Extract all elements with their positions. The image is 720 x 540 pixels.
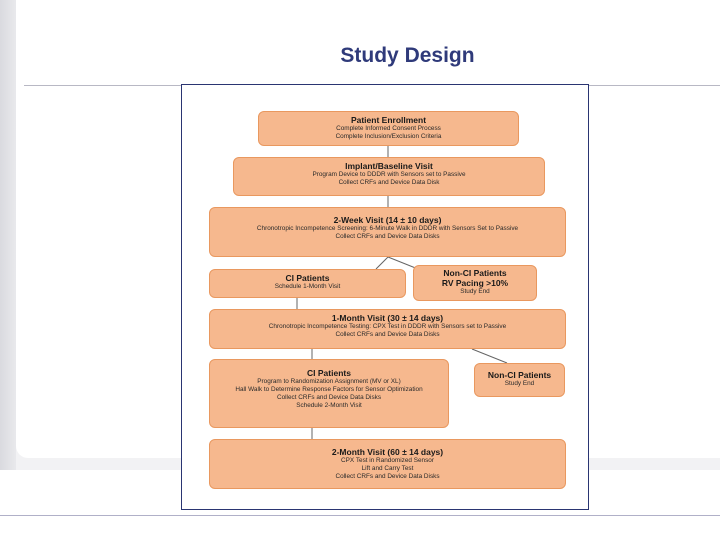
footer-divider	[0, 515, 720, 516]
box-line: Lift and Carry Test	[361, 465, 414, 472]
box-heading: CI Patients	[307, 368, 351, 378]
box-line: Collect CRFs and Device Data Disks	[276, 394, 382, 401]
box-line: CPX Test in Randomized Sensor	[341, 457, 434, 464]
box-non-ci-patients-2: Non-CI Patients Study End	[474, 363, 565, 397]
arrow-week2-to-ci1	[375, 256, 389, 270]
box-patient-enrollment: Patient Enrollment Complete Informed Con…	[258, 111, 519, 146]
box-heading: Non-CI Patients	[487, 370, 552, 380]
box-line: Chronotropic Incompetence Screening: 6-M…	[256, 225, 519, 232]
box-line: Program to Randomization Assignment (MV …	[257, 378, 401, 385]
box-line: Complete Inclusion/Exclusion Criteria	[335, 133, 442, 140]
box-heading: Non-CI Patients	[443, 268, 507, 278]
box-heading: CI Patients	[285, 273, 330, 283]
arrow-month1-to-nonci2	[471, 348, 508, 364]
box-line: Collect CRFs and Device Data Disks	[335, 473, 440, 480]
box-line: Schedule 2-Month Visit	[296, 402, 362, 409]
box-non-ci-patients-1: Non-CI Patients RV Pacing >10% Study End	[413, 265, 537, 301]
box-2-week-visit: 2-Week Visit (14 ± 10 days) Chronotropic…	[209, 207, 566, 257]
box-line: Chronotropic Incompetence Testing: CPX T…	[268, 323, 507, 330]
box-line: Study End	[460, 288, 490, 295]
box-2-month-visit: 2-Month Visit (60 ± 14 days) CPX Test in…	[209, 439, 566, 489]
study-design-flowchart: Patient Enrollment Complete Informed Con…	[181, 84, 589, 510]
box-line: Collect CRFs and Device Data Disks	[335, 233, 440, 240]
box-subheading: RV Pacing >10%	[441, 278, 509, 288]
box-line: Study End	[504, 380, 535, 387]
slide-title: Study Design	[340, 44, 475, 67]
box-ci-patients-1: CI Patients Schedule 1-Month Visit	[209, 269, 406, 298]
box-heading: 2-Week Visit (14 ± 10 days)	[333, 215, 442, 225]
box-line: Complete Informed Consent Process	[336, 125, 441, 132]
box-heading: Implant/Baseline Visit	[345, 161, 433, 171]
box-heading: Patient Enrollment	[350, 115, 427, 125]
box-ci-patients-2: CI Patients Program to Randomization Ass…	[209, 359, 449, 428]
box-implant-baseline-visit: Implant/Baseline Visit Program Device to…	[233, 157, 545, 196]
box-line: Program Device to DDDR with Sensors set …	[312, 171, 466, 178]
box-1-month-visit: 1-Month Visit (30 ± 14 days) Chronotropi…	[209, 309, 566, 349]
box-line: Collect CRFs and Device Data Disk	[338, 179, 440, 186]
box-line: Collect CRFs and Device Data Disks	[335, 331, 440, 338]
box-heading: 2-Month Visit (60 ± 14 days)	[331, 447, 444, 457]
slide-left-stripe	[0, 0, 16, 470]
box-line: Hall Walk to Determine Response Factors …	[235, 386, 423, 393]
box-heading: 1-Month Visit (30 ± 14 days)	[331, 313, 444, 323]
box-line: Schedule 1-Month Visit	[274, 283, 341, 290]
